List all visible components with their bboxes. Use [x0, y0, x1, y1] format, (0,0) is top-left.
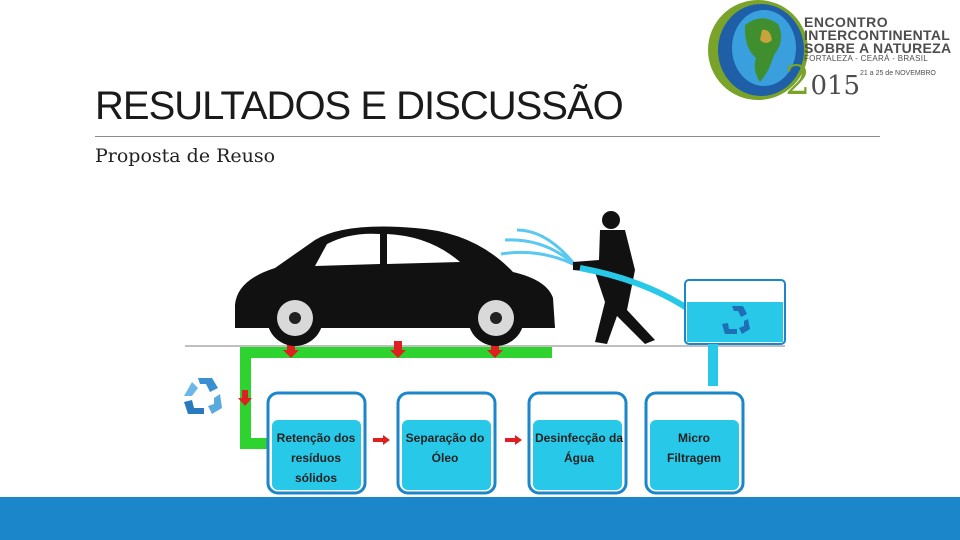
water-spray-icon	[501, 230, 575, 265]
box-label-microfiltragem: Micro Filtragem	[653, 428, 735, 468]
box-label-retencao: Retenção dos resíduos sólidos	[270, 428, 362, 488]
logo-year-two: 2	[785, 58, 810, 104]
footer-bar	[0, 497, 960, 540]
slide-title: RESULTADOS E DISCUSSÃO	[95, 84, 623, 129]
box-label-separacao: Separação do Óleo	[404, 428, 486, 468]
title-rule	[95, 136, 880, 137]
car-icon	[235, 227, 555, 347]
box-label-desinfeccao: Desinfecção da Água	[533, 428, 625, 468]
recycle-icon	[182, 376, 222, 416]
logo-year-rest: 015	[810, 71, 860, 101]
logo-dates: 21 a 25 de NOVEMBRO	[860, 70, 936, 77]
slide-subtitle: Proposta de Reuso	[95, 145, 275, 167]
logo-year: 2015	[785, 58, 860, 104]
hose	[580, 268, 690, 310]
